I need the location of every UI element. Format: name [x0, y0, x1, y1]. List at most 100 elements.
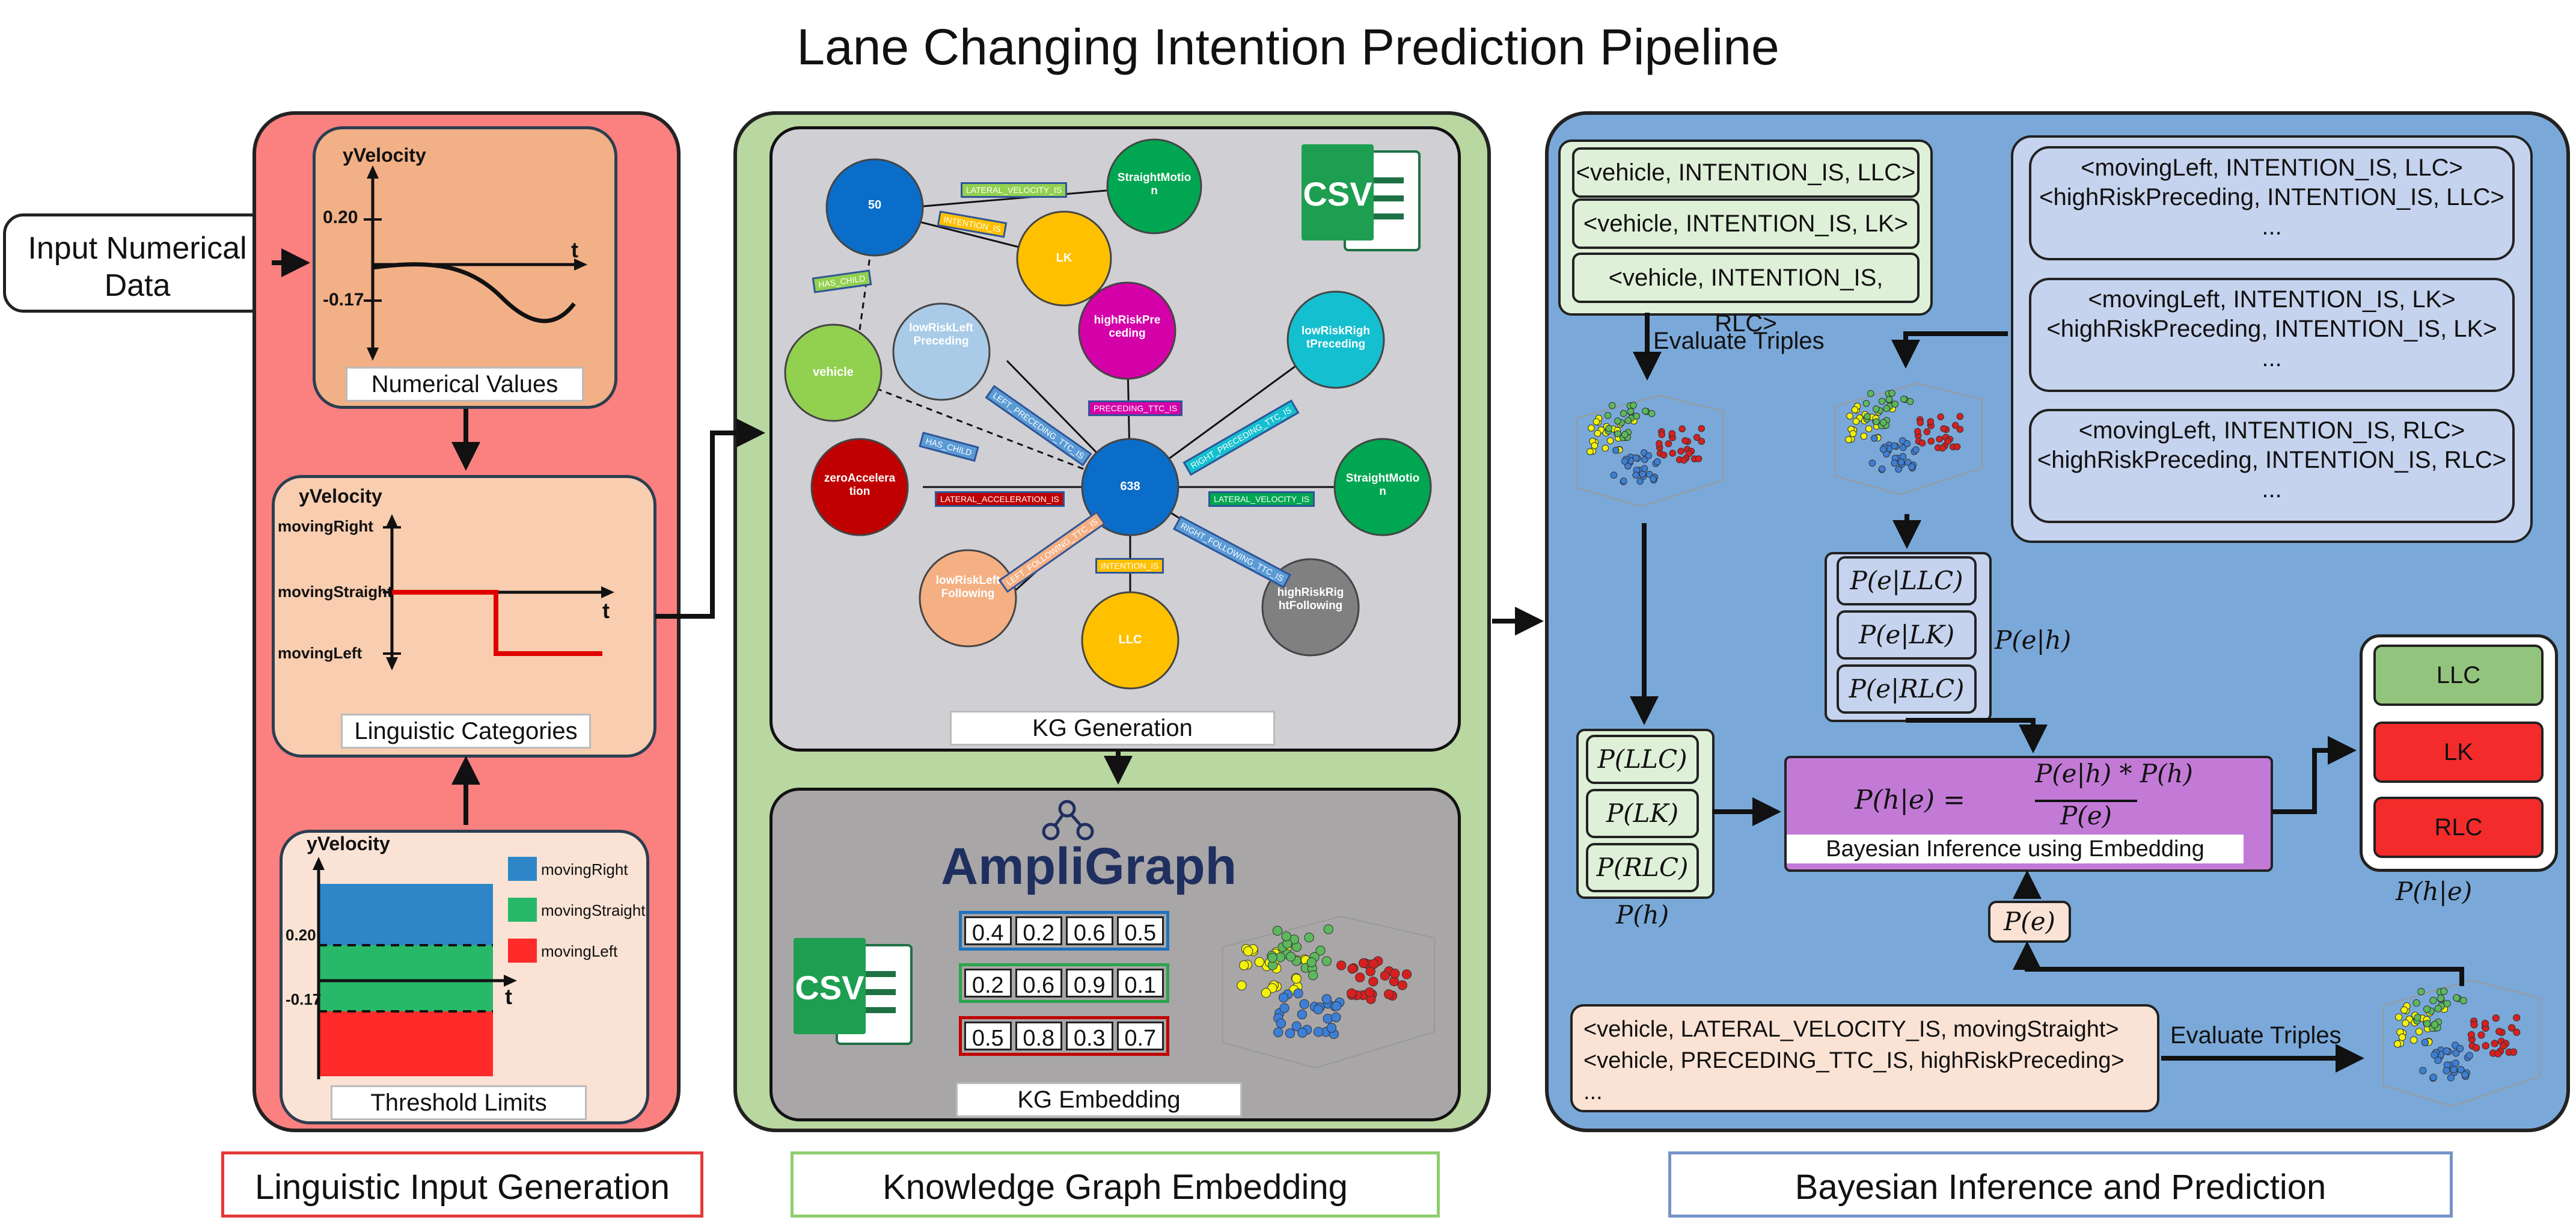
kg-generation-caption: KG Generation — [950, 711, 1275, 746]
scatter-point — [1286, 951, 1296, 962]
scatter-point — [1610, 471, 1618, 479]
lk-triple-line1: <movingLeft, INTENTION_IS, LK> — [2088, 286, 2456, 313]
scatter-point — [1917, 419, 1924, 426]
formula-denominator: P(e) — [2060, 801, 2112, 830]
likelihood-label: P(e|h) — [1995, 625, 2072, 655]
kg-graph — [784, 138, 1432, 690]
llc-triple-line3: ... — [2262, 213, 2282, 240]
scatter-point — [1276, 1018, 1286, 1029]
csv-label-top: CSV — [1303, 175, 1372, 213]
scatter-point — [1849, 430, 1857, 437]
scatter-point — [1937, 413, 1944, 421]
scatter-point — [1668, 430, 1676, 437]
scatter-point — [1956, 412, 1964, 420]
scatter-point — [1693, 434, 1701, 441]
threshold-tick-high: 0.20 — [286, 926, 316, 944]
kg-node-lowriskleftpreceding: lowRiskLeftPreceding — [909, 322, 973, 348]
scatter-point — [1368, 976, 1378, 987]
kg-edge-lateral-velocity-1: LATERAL_VELOCITY_IS — [961, 182, 1068, 198]
linguistic-categories-plot — [383, 514, 614, 670]
scatter-point — [2452, 1049, 2460, 1057]
scatter-point — [1906, 397, 1914, 405]
scatter-point — [1642, 407, 1649, 415]
scatter-point — [1686, 450, 1693, 457]
scatter-point — [2456, 1044, 2464, 1053]
scatter-point — [1273, 1027, 1283, 1037]
scatter-point — [1648, 409, 1656, 417]
scatter-point — [1586, 448, 1594, 455]
scatter-point — [1285, 1028, 1296, 1038]
scatter-point — [1278, 992, 1289, 1003]
scatter-point — [2453, 994, 2461, 1002]
scatter-point — [2465, 1052, 2473, 1059]
scatter-point — [2492, 1014, 2500, 1022]
scatter-point — [1336, 960, 1347, 970]
scatter-point — [1313, 1027, 1324, 1037]
hypothesis-triple-lk: <vehicle, INTENTION_IS, LK> — [1572, 198, 1920, 249]
categories-left-label: movingLeft — [278, 644, 363, 662]
scatter-point — [1608, 402, 1616, 409]
threshold-xlabel: t — [505, 984, 512, 1009]
scatter-point — [1873, 405, 1880, 412]
formula-lhs: P(h|e) = — [1855, 785, 1965, 815]
scatter-point — [1331, 1012, 1341, 1023]
scatter-point — [1621, 458, 1629, 465]
likelihood-triples-rlc: <movingLeft, INTENTION_IS, RLC> <highRis… — [2029, 409, 2515, 523]
linguistic-categories-box: yVelocity movingRight movingStraight mov… — [272, 475, 656, 758]
prior-llc: P(LLC) — [1586, 735, 1699, 784]
kg-node-zeroacceleration: zeroAcceleration — [824, 472, 896, 498]
scatter-point — [2500, 1042, 2507, 1050]
kg-node-straightmotion-2: StraightMotion — [1345, 472, 1420, 498]
numerical-tick-low: -0.17 — [323, 290, 364, 310]
scatter-frame — [1576, 394, 1724, 507]
scatter-point — [1632, 454, 1640, 462]
scatter-point — [1347, 964, 1357, 974]
bayesian-section-label: Bayesian Inference and Prediction — [1668, 1151, 2453, 1218]
scatter-point — [1951, 421, 1959, 429]
scatter-point — [1254, 957, 1265, 967]
threshold-limits-box: yVelocity 0.20 -0.17 t movingRight movin… — [280, 830, 649, 1124]
scatter-point — [1321, 994, 1332, 1004]
kg-node-638: 638 — [1120, 480, 1140, 493]
formula-numerator: P(e|h) * P(h) — [2035, 759, 2193, 788]
scatter-point — [1680, 456, 1688, 464]
scatter-point — [2459, 997, 2467, 1005]
kg-edge-lateral-acceleration: LATERAL_ACCELERATION_IS — [935, 491, 1065, 507]
numerical-values-box: yVelocity 0.20 -0.17 t Numerical Values — [313, 126, 617, 409]
scatter-point — [1612, 447, 1620, 454]
scatter-point — [1321, 956, 1332, 966]
scatter-point — [2419, 1067, 2427, 1074]
scatter-point — [1883, 450, 1890, 458]
scatter-point — [1620, 409, 1627, 417]
scatter-point — [1900, 395, 1908, 403]
categories-right-label: movingRight — [278, 517, 373, 535]
scatter-point — [2509, 1048, 2518, 1056]
scatter-point — [1602, 444, 1609, 452]
scatter-point — [1347, 988, 1357, 999]
likelihood-llc: P(e|LLC) — [1837, 556, 1977, 605]
scatter-point — [1401, 969, 1412, 979]
kg-node-highriskpreceding: highRiskPreceding — [1094, 314, 1161, 340]
scatter-point — [2400, 1006, 2408, 1014]
numerical-tick-high: 0.20 — [323, 207, 358, 227]
threshold-limits-plot — [313, 857, 537, 1079]
threshold-legend-left: movingLeft — [541, 942, 618, 960]
scatter-point — [1636, 477, 1644, 485]
scatter-point — [1364, 987, 1375, 998]
lk-triple-line3: ... — [2262, 345, 2282, 372]
scatter-point — [1656, 440, 1663, 447]
scatter-point — [1846, 412, 1853, 420]
scatter-point — [2477, 1031, 2485, 1039]
scatter-point — [2494, 1050, 2502, 1058]
scatter-point — [2412, 999, 2420, 1007]
embedding-row-2: 0.2 0.6 0.9 0.1 — [959, 963, 1169, 1003]
kg-node-llc: LLC — [1118, 633, 1142, 646]
likelihood-embedding-scatter — [1822, 373, 1996, 505]
scatter-point — [1956, 426, 1964, 433]
scatter-point — [1291, 973, 1302, 984]
scatter-point — [1851, 406, 1859, 414]
likelihood-rlc: P(e|RLC) — [1837, 664, 1977, 714]
scatter-point — [1912, 446, 1920, 453]
scatter-point — [2482, 1042, 2489, 1050]
scatter-point — [1658, 431, 1666, 438]
